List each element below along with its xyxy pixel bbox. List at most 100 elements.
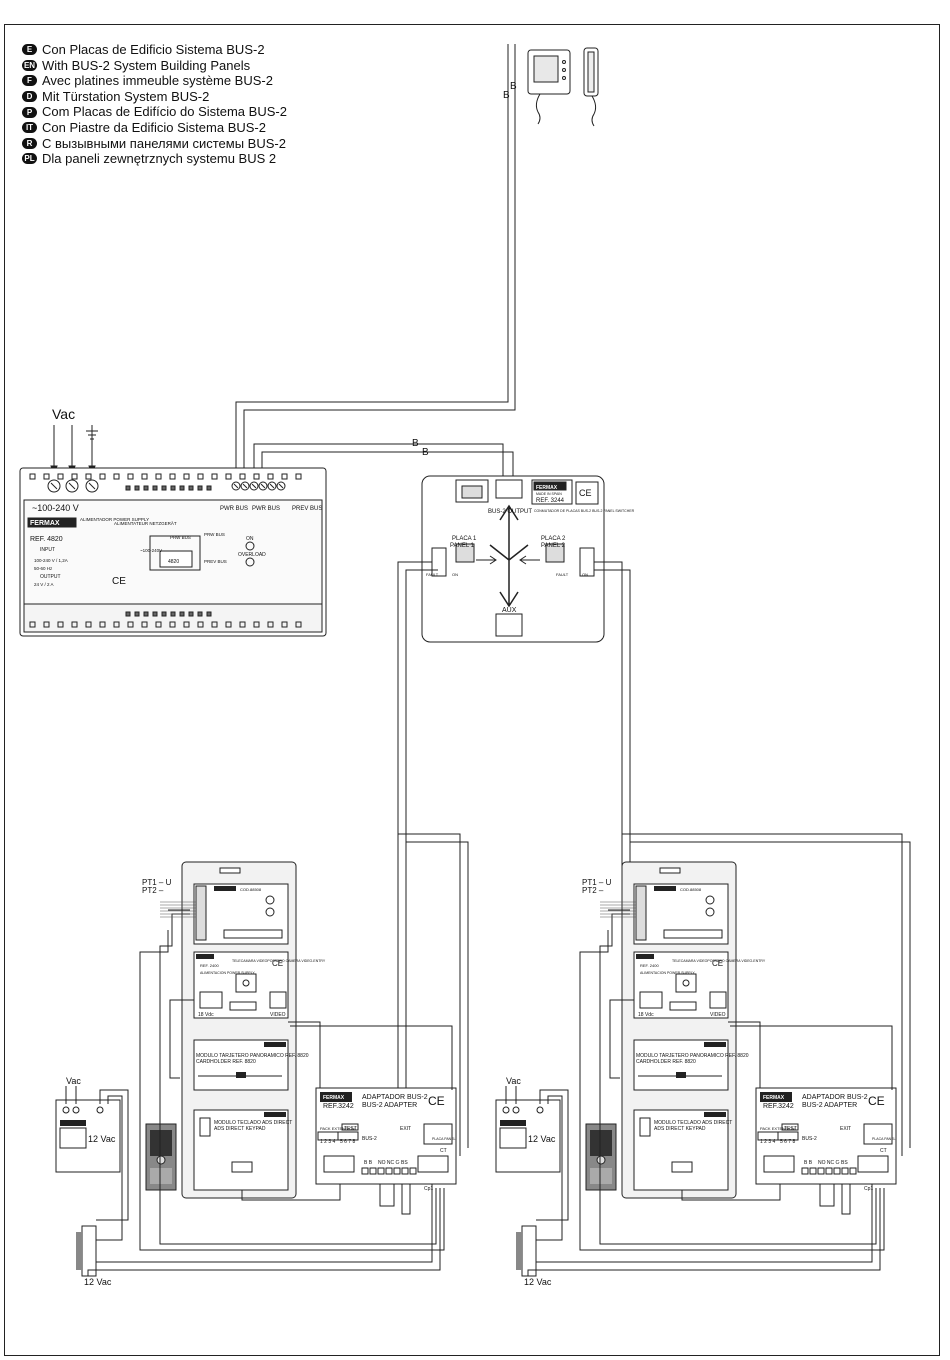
drawing-shape <box>219 867 241 874</box>
panel-wire <box>288 1021 321 1088</box>
panel-wire <box>241 1184 341 1201</box>
drawing-shape <box>150 1168 172 1184</box>
drawing-shape <box>269 991 287 1009</box>
drawing-shape <box>369 1167 377 1175</box>
panel1-wire <box>397 561 432 1152</box>
video-monitor-icon <box>527 49 571 125</box>
drawing-shape <box>206 485 212 491</box>
ce-mark: CE <box>272 959 283 968</box>
drawing-shape <box>269 483 275 489</box>
drawing-shape <box>229 1001 257 1011</box>
brand-logo: FERMAX <box>536 485 558 491</box>
lock-12vac-label: 12 Vac <box>524 1277 552 1287</box>
drawing-shape <box>199 1117 211 1137</box>
video-label: VIDEO <box>270 1012 286 1018</box>
panel-wire <box>579 930 885 1251</box>
drawing-shape <box>161 611 167 617</box>
dip-label: 5 6 7 8 <box>340 1139 356 1145</box>
pt2-label: PT2 – <box>142 886 164 895</box>
mains-vac-label: Vac <box>52 406 75 422</box>
drawing-shape <box>239 473 246 480</box>
diagram-prev-bus: PREV BUS <box>204 559 227 564</box>
legend-text: Dla paneli zewnętrznych systemu BUS 2 <box>42 151 277 167</box>
drawing-shape <box>409 1167 417 1175</box>
drawing-shape <box>264 1042 286 1047</box>
drawing-shape <box>253 473 260 480</box>
drawing-shape <box>125 485 131 491</box>
switcher-panel1b: PANEL 1 <box>450 543 475 549</box>
drawing-shape <box>663 929 723 939</box>
panel-wire <box>401 1184 411 1215</box>
panel-wire <box>841 1184 851 1215</box>
language-badge: P <box>22 106 37 118</box>
dip-label: 1 2 3 4 <box>760 1139 776 1145</box>
drawing-shape <box>863 1123 893 1145</box>
switcher-ref: REF. 3244 <box>536 498 565 504</box>
drawing-shape <box>197 621 204 628</box>
drawing-shape <box>675 973 697 993</box>
bus-wire <box>235 44 509 480</box>
drawing-shape <box>152 485 158 491</box>
drawing-shape <box>516 1232 522 1270</box>
bs-terminals-label: - BS <box>398 1160 408 1166</box>
drawing-shape <box>62 1106 70 1114</box>
bus-label: B <box>422 447 429 458</box>
camera-label: TELECAMARA VIDEOPORTERO CAMERA VIDEO-ENT… <box>672 959 766 963</box>
drawing-shape <box>337 1131 359 1141</box>
psu-output: OUTPUT <box>40 574 61 580</box>
panel-wire <box>96 1095 123 1241</box>
drawing-shape <box>193 951 289 1019</box>
drawing-shape <box>29 473 36 480</box>
drawing-shape <box>143 611 149 617</box>
brand-logo: FERMAX <box>323 1095 345 1101</box>
panel-wire <box>139 930 445 1251</box>
drawing-shape <box>29 621 36 628</box>
bus-terminals-label: B B <box>364 1160 373 1166</box>
diagram-prw-bus: PRW BUS <box>170 535 191 540</box>
keypad-label: MODULO TECLADO ADS DIRECT <box>654 1120 732 1126</box>
drawing-shape <box>705 907 715 917</box>
drawing-shape <box>377 1167 385 1175</box>
drawing-shape <box>170 611 176 617</box>
mains-range-label: ~100-240 V <box>32 503 79 513</box>
drawing-shape <box>777 1131 799 1141</box>
dip-label: 5 6 7 8 <box>780 1139 796 1145</box>
led-on-label: ON <box>246 536 254 542</box>
drawing-shape <box>596 1155 606 1165</box>
switcher-aux: AUX <box>502 607 517 614</box>
transformer-12vac <box>495 1099 561 1173</box>
panel2-wire <box>594 561 623 1152</box>
drawing-shape <box>134 611 140 617</box>
power-supply-4820 <box>19 467 327 637</box>
drawing-shape <box>71 621 78 628</box>
drawing-shape <box>141 621 148 628</box>
drawing-shape <box>833 1167 841 1175</box>
panel-wire <box>96 1184 433 1263</box>
adapter-ref: REF.3242 <box>763 1103 794 1110</box>
adapter-name: ADAPTADOR BUS-2 <box>362 1094 428 1101</box>
psu-12vac-label: 12 Vac <box>88 1134 116 1144</box>
door-panel-right <box>495 861 897 1277</box>
drawing-shape <box>393 1167 401 1175</box>
drawing-shape <box>341 1123 359 1131</box>
drawing-shape <box>267 473 274 480</box>
keypad-label-2: ADS DIRECT KEYPAD <box>214 1126 266 1132</box>
drawing-shape <box>536 1106 544 1114</box>
drawing-shape <box>264 1112 286 1117</box>
drawing-shape <box>57 473 64 480</box>
drawing-shape <box>179 485 185 491</box>
drawing-shape <box>143 485 149 491</box>
drawing-shape <box>704 1112 726 1117</box>
drawing-shape <box>636 954 654 959</box>
test-label: TEST <box>344 1126 357 1132</box>
drawing-shape <box>817 1167 825 1175</box>
bus-terminals-label: B B <box>804 1160 813 1166</box>
drawing-shape <box>709 991 727 1009</box>
keypad-label-2: ADS DIRECT KEYPAD <box>654 1126 706 1132</box>
drawing-shape <box>183 621 190 628</box>
psu-output-spec: 24 V / 2 A <box>34 582 54 587</box>
drawing-shape <box>161 485 167 491</box>
drawing-shape <box>361 1167 369 1175</box>
drawing-shape <box>71 473 78 480</box>
